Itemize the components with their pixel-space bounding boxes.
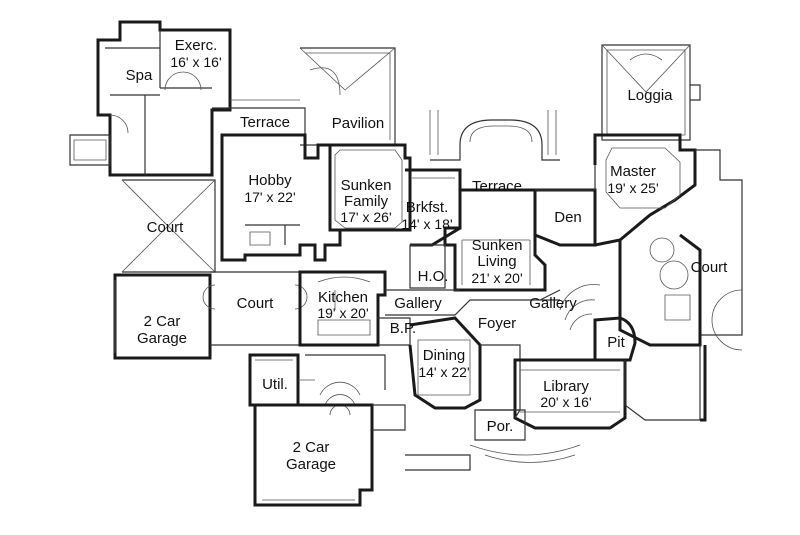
- room-court-mid-name: Court: [237, 295, 275, 312]
- room-garage-left-name: 2 Car: [144, 313, 181, 330]
- room-ho-name: H.O.: [418, 268, 449, 285]
- room-court-right-name: Court: [691, 259, 729, 276]
- room-hobby-size: 17' x 22': [244, 189, 295, 205]
- room-terrace-center-name: Terrace: [472, 178, 522, 195]
- room-hobby-name: Hobby: [248, 172, 292, 189]
- room-sunken-living-name2: Living: [477, 253, 516, 270]
- room-exercise-size: 16' x 16': [170, 54, 221, 70]
- room-porch-name: Por.: [487, 418, 514, 435]
- room-terrace-left-name: Terrace: [240, 114, 290, 131]
- room-den-name: Den: [554, 209, 582, 226]
- room-pavilion-name: Pavilion: [332, 115, 385, 132]
- room-dining-name: Dining: [423, 347, 466, 364]
- room-sunken-living-name: Sunken: [472, 237, 523, 254]
- room-breakfast-name: Brkfst.: [406, 199, 449, 216]
- room-foyer-name: Foyer: [478, 315, 516, 332]
- room-sunken-family-name2: Family: [344, 193, 389, 210]
- room-sunken-family-size: 17' x 26': [340, 209, 391, 225]
- room-garage-bottom-name2: Garage: [286, 456, 336, 473]
- room-exercise-name: Exerc.: [175, 37, 218, 54]
- room-garage-left-name2: Garage: [137, 330, 187, 347]
- room-sunken-living-size: 21' x 20': [471, 270, 522, 286]
- room-court-left-name: Court: [147, 219, 185, 236]
- room-labels: Exerc. 16' x 16' Spa Terrace Pavilion Lo…: [126, 37, 729, 473]
- room-library-size: 20' x 16': [540, 394, 591, 410]
- room-dining-size: 14' x 22': [418, 364, 469, 380]
- room-kitchen-name: Kitchen: [318, 289, 368, 306]
- room-sunken-family-name: Sunken: [341, 177, 392, 194]
- room-kitchen-size: 19' x 20': [317, 305, 368, 321]
- room-util-name: Util.: [262, 376, 288, 393]
- room-garage-bottom-name: 2 Car: [293, 439, 330, 456]
- room-breakfast-size: 14' x 18': [401, 216, 452, 232]
- room-bp-name: B.P.: [390, 320, 416, 337]
- room-master-name: Master: [610, 163, 656, 180]
- room-pit-name: Pit: [607, 334, 625, 351]
- room-master-size: 19' x 25': [607, 180, 658, 196]
- room-loggia-name: Loggia: [627, 87, 673, 104]
- room-spa-name: Spa: [126, 67, 153, 84]
- room-library-name: Library: [543, 378, 589, 395]
- room-gallery-left-name: Gallery: [394, 295, 442, 312]
- wall-outlines: [69, 20, 743, 507]
- room-gallery-right-name: Gallery: [529, 295, 577, 312]
